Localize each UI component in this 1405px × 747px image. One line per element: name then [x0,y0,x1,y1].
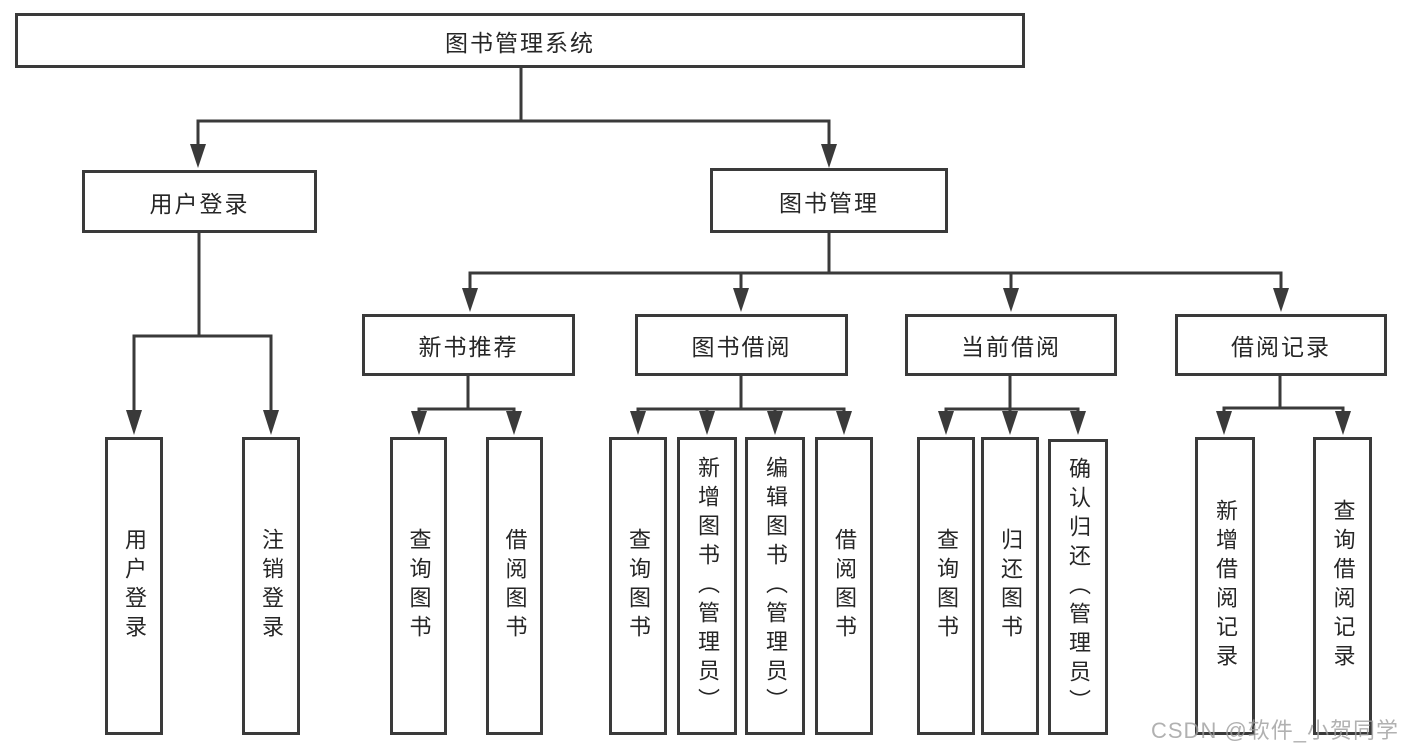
arrowhead [1003,288,1019,312]
arrowhead [1216,411,1232,435]
connector-recommend-group [417,376,516,414]
leaf-borrow-edit-books-admin: 编辑图书（管理员） [745,437,805,735]
leaf-logout: 注销登录 [242,437,300,735]
node-root-system: 图书管理系统 [15,13,1025,68]
leaf-user-login-label: 用户登录 [122,528,147,644]
connector-records-group [1222,376,1345,414]
leaf-current-query-books: 查询图书 [917,437,975,735]
leaf-current-confirm-return-admin: 确认归还（管理员） [1048,439,1108,735]
arrowhead [190,144,206,168]
leaf-recommend-borrow-books-label: 借阅图书 [502,528,528,644]
csdn-watermark: CSDN @软件_小贺同学 [1151,718,1400,743]
connector-borrow-group [636,376,846,414]
arrowhead [1002,411,1018,435]
leaf-borrow-add-books-admin: 新增图书（管理员） [677,437,737,735]
connector-user-login-group [132,233,273,412]
arrowhead [126,410,142,435]
arrowhead [836,411,852,435]
connector-book-management-group [468,233,1283,290]
arrowhead [1070,411,1086,435]
connector-current-group [944,376,1080,414]
leaf-records-query-record: 查询借阅记录 [1313,437,1372,735]
node-book-management: 图书管理 [710,168,948,233]
leaf-borrow-query-books: 查询图书 [609,437,667,735]
node-current-borrow: 当前借阅 [905,314,1117,376]
connector-root-to-level2 [196,68,831,146]
arrowhead [506,411,522,435]
node-borrow-records: 借阅记录 [1175,314,1387,376]
leaf-recommend-query-books: 查询图书 [390,437,447,735]
node-user-login: 用户登录 [82,170,317,233]
node-book-borrow: 图书借阅 [635,314,848,376]
arrowhead [630,411,646,435]
leaf-recommend-borrow-books: 借阅图书 [486,437,543,735]
arrowhead [699,411,715,435]
leaf-current-confirm-return-admin-label: 确认归还（管理员） [1066,456,1091,718]
leaf-borrow-borrow-books-label: 借阅图书 [832,528,857,644]
leaf-borrow-add-books-admin-label: 新增图书（管理员） [695,455,720,717]
arrowheads [126,144,1351,435]
leaf-borrow-edit-books-admin-label: 编辑图书（管理员） [763,455,788,717]
arrowhead [462,288,478,312]
leaf-records-add-record-label: 新增借阅记录 [1213,499,1238,673]
leaf-borrow-query-books-label: 查询图书 [626,528,651,644]
arrowhead [767,411,783,435]
node-new-book-recommend: 新书推荐 [362,314,575,376]
leaf-current-return-books-label: 归还图书 [998,528,1023,644]
arrowhead [411,411,427,435]
leaf-current-return-books: 归还图书 [981,437,1039,735]
arrowhead [1273,288,1289,312]
arrowhead [263,410,279,435]
leaf-user-login: 用户登录 [105,437,163,735]
leaf-records-add-record: 新增借阅记录 [1195,437,1255,735]
arrowhead [1335,411,1351,435]
leaf-current-query-books-label: 查询图书 [934,528,959,644]
leaf-recommend-query-books-label: 查询图书 [406,528,432,644]
leaf-borrow-borrow-books: 借阅图书 [815,437,873,735]
arrowhead [821,144,837,168]
arrowhead [938,411,954,435]
arrowhead [733,288,749,312]
connector-strokes [132,68,1345,414]
leaf-records-query-record-label: 查询借阅记录 [1330,499,1356,673]
leaf-logout-label: 注销登录 [259,528,284,644]
